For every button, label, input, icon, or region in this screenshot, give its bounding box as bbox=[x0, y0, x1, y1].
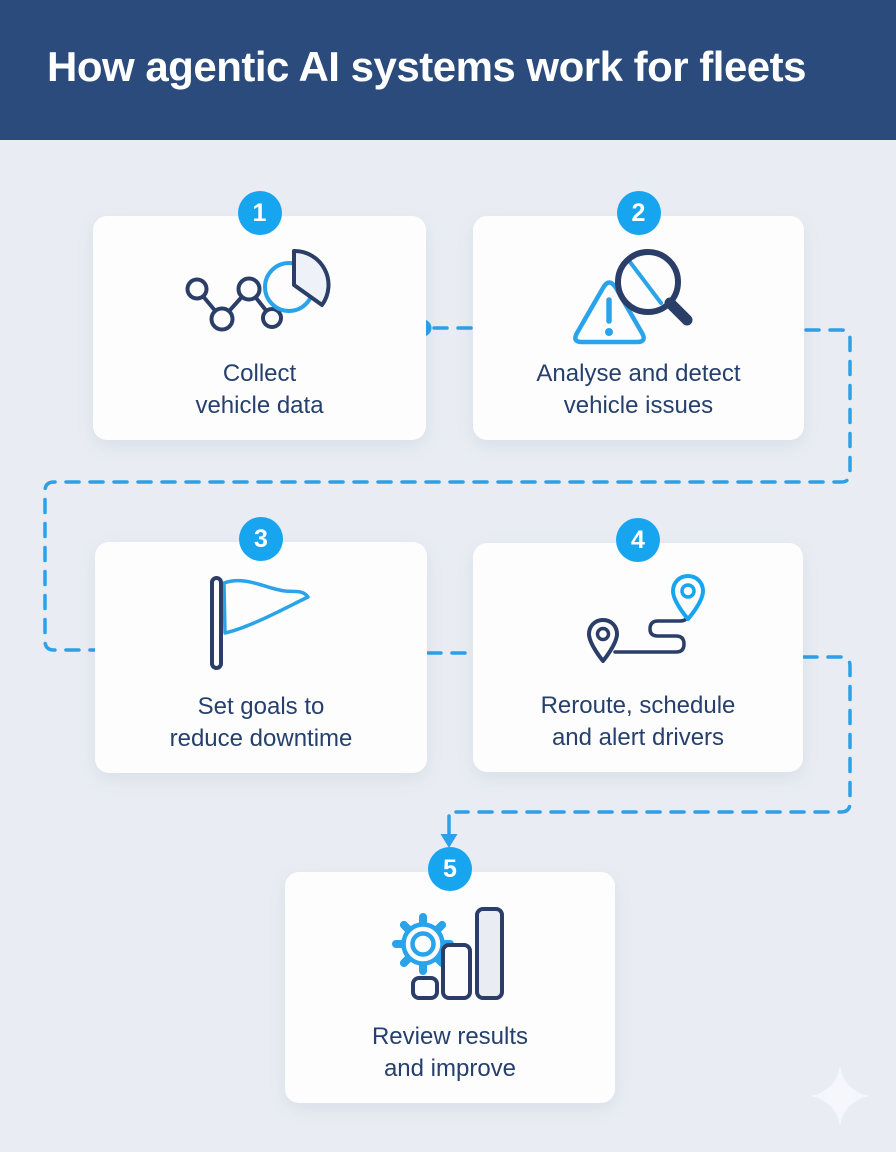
gear-bar-chart-icon bbox=[392, 906, 504, 1000]
step-number-badge: 4 bbox=[616, 518, 660, 562]
page-title: How agentic AI systems work for fleets bbox=[47, 43, 807, 90]
step-card-3: 3 Set goals to reduce downtime bbox=[95, 517, 427, 773]
step-label: Review results and improve bbox=[371, 1023, 529, 1082]
step-number-badge: 2 bbox=[616, 191, 661, 235]
step-number-badge: 5 bbox=[428, 847, 472, 891]
step-number-badge: 3 bbox=[239, 517, 283, 561]
arrow-head-icon bbox=[440, 834, 458, 848]
sparkle-icon bbox=[811, 1067, 869, 1125]
step-card-5: 5 Review results and improve bbox=[285, 847, 615, 1103]
goal-flag-icon bbox=[210, 576, 310, 670]
vehicle-data-chart-icon bbox=[185, 248, 330, 332]
header-banner: How agentic AI systems work for fleets bbox=[0, 0, 896, 140]
step-label: Set goals to reduce downtime bbox=[169, 693, 353, 752]
step-card-4: 4 Reroute, schedule and alert drivers bbox=[473, 518, 803, 772]
step-number-badge: 1 bbox=[237, 191, 282, 235]
step-card-1: 1 Collect vehicle data bbox=[93, 191, 426, 440]
route-pins-icon bbox=[587, 573, 705, 663]
step-label: Reroute, schedule and alert drivers bbox=[540, 692, 736, 751]
step-card-2: 2 Analyse and detect vehicle issues bbox=[473, 191, 804, 440]
warning-magnifier-icon bbox=[572, 249, 692, 345]
step-label: Analyse and detect vehicle issues bbox=[536, 360, 741, 419]
step-label: Collect vehicle data bbox=[195, 360, 324, 419]
